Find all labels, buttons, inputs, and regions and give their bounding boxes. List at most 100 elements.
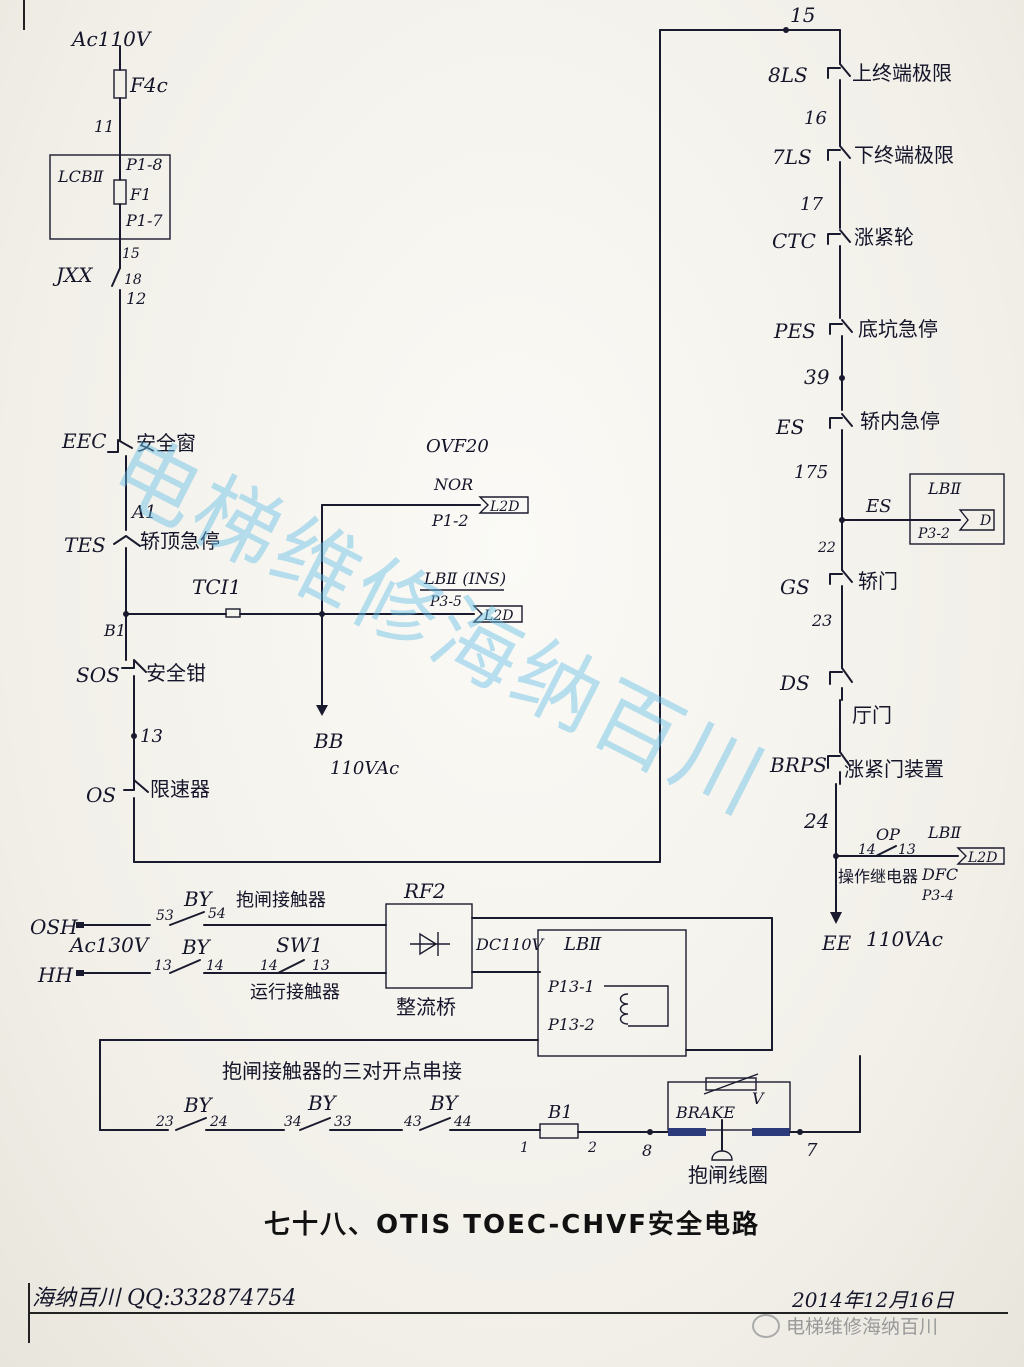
- lb-op-label: LBⅡ: [927, 823, 962, 842]
- ee-label: EE: [821, 931, 852, 955]
- fuse-f4c: [113, 69, 127, 99]
- pes-desc: 底坑急停: [858, 317, 938, 341]
- ovf-label: OVF20: [426, 436, 489, 457]
- op-label: OP: [876, 825, 900, 844]
- ee-voltage: 110VAc: [866, 927, 943, 951]
- es-contact: [829, 413, 853, 443]
- pin-p13-1: P13-1: [547, 977, 595, 996]
- brake-box: [667, 1081, 791, 1131]
- tes-contact: [113, 535, 141, 561]
- svg-text:13: 13: [154, 958, 172, 974]
- os-desc: 限速器: [150, 777, 210, 801]
- op-desc: 操作继电器: [838, 867, 918, 886]
- dfc-label: DFC: [921, 865, 958, 884]
- wechat-icon: [752, 1313, 780, 1338]
- gs-label: GS: [780, 575, 810, 599]
- node-17: 17: [800, 194, 823, 215]
- svg-text:53: 53: [156, 908, 174, 924]
- gs-contact: [829, 569, 853, 599]
- jxx-switch: [111, 267, 121, 287]
- tci-label: TCI1: [192, 575, 241, 599]
- drawing-date: 2014年12月16日: [792, 1288, 954, 1312]
- ac130-label: Ac130V: [68, 933, 151, 957]
- eec-label: EEC: [61, 429, 107, 453]
- pin-p1-7: P1-7: [125, 211, 163, 230]
- diagram-caption: 七十八、OTIS TOEC-CHVF安全电路: [263, 1210, 761, 1240]
- supply-label: Ac110V: [70, 27, 153, 51]
- footer-border-bottom: [28, 1312, 1008, 1314]
- right-chain: 15 8LS 上终端极限 16 7LS 下终端极限 17 CTC 涨紧轮 PES…: [768, 3, 1005, 955]
- relay-coil: [604, 985, 669, 1027]
- ctc-desc: 涨紧轮: [854, 225, 914, 249]
- svg-text:14: 14: [260, 958, 278, 974]
- tci-contact: [225, 608, 241, 618]
- svg-text:2: 2: [587, 1140, 597, 1156]
- osh-terminal: [76, 922, 84, 928]
- wechat-watermark: 电梯维修海纳百川: [752, 1312, 938, 1339]
- sos-label: SOS: [76, 663, 120, 687]
- 8ls-label: 8LS: [768, 63, 808, 87]
- node-39: 39: [804, 365, 830, 389]
- lb-es-label: LBⅡ: [927, 479, 962, 498]
- pin-p1-8: P1-8: [125, 155, 163, 174]
- svg-text:BY: BY: [429, 1091, 459, 1115]
- output-l2d-2: L2D: [472, 605, 523, 624]
- node-18: 18: [124, 272, 142, 288]
- os-contact: [123, 779, 149, 813]
- brps-desc: 涨紧门装置: [844, 757, 944, 781]
- ds-label: DS: [779, 671, 810, 695]
- svg-text:24: 24: [209, 1114, 228, 1130]
- svg-text:D: D: [979, 513, 991, 529]
- op-contact: [875, 845, 897, 857]
- bb-terminal: [316, 705, 328, 716]
- svg-text:L2D: L2D: [483, 608, 513, 624]
- pin-p13-2: P13-2: [547, 1015, 595, 1034]
- by-contact-13-14: [169, 959, 201, 974]
- svg-text:B1: B1: [547, 1102, 573, 1123]
- jxx-label: JXX: [52, 263, 93, 287]
- rectifier-rf2: [385, 903, 473, 989]
- node-a1: A1: [130, 502, 156, 523]
- fuse-f1: [113, 179, 127, 205]
- osh-label: OSH: [30, 915, 78, 939]
- brake-coil-label: 抱闸线圈: [688, 1163, 768, 1187]
- sw1-contact: [277, 959, 305, 974]
- wechat-account: 电梯维修海纳百川: [786, 1316, 939, 1338]
- ctc-contact: [827, 229, 851, 259]
- svg-text:8: 8: [642, 1141, 652, 1160]
- dc110-label: DC110V: [475, 935, 545, 954]
- pin-p3-2: P3-2: [917, 526, 950, 542]
- svg-text:54: 54: [208, 906, 226, 922]
- brake-circuit: OSH 53 BY 54 抱闸接触器 Ac130V HH 13 BY 14 14…: [30, 879, 861, 1187]
- eec-desc: 安全窗: [136, 431, 196, 455]
- svg-text:BY: BY: [183, 887, 213, 911]
- resistor-b1: [539, 1123, 579, 1139]
- gs-desc: 轿门: [858, 569, 898, 593]
- node-11: 11: [94, 117, 114, 136]
- svg-text:43: 43: [403, 1114, 422, 1130]
- svg-text:1: 1: [520, 1140, 529, 1156]
- node-15: 15: [122, 246, 140, 262]
- fuse-label: F4c: [129, 73, 168, 97]
- svg-text:13: 13: [312, 958, 330, 974]
- svg-text:L2D: L2D: [489, 499, 519, 515]
- lcb-board: [49, 154, 171, 240]
- brps-contact: [827, 751, 851, 785]
- ds-contact: [829, 667, 853, 701]
- brps-label: BRPS: [769, 753, 827, 777]
- coil-seg-left: [668, 1128, 706, 1136]
- output-l2d-1: L2D: [478, 496, 529, 515]
- svg-text:7: 7: [806, 1140, 818, 1161]
- sos-desc: 安全钳: [146, 661, 206, 685]
- node-23: 23: [811, 611, 832, 630]
- hh-terminal: [76, 970, 84, 976]
- svg-text:SW1: SW1: [276, 933, 323, 957]
- pin-p3-5: P3-5: [429, 594, 462, 610]
- 7ls-contact: [827, 145, 851, 175]
- svg-text:V: V: [752, 1089, 765, 1108]
- node-22: 22: [817, 540, 836, 556]
- svg-text:BY: BY: [307, 1091, 337, 1115]
- by-contact-34-33: [299, 1117, 331, 1131]
- by-contact-43-44: [419, 1117, 451, 1131]
